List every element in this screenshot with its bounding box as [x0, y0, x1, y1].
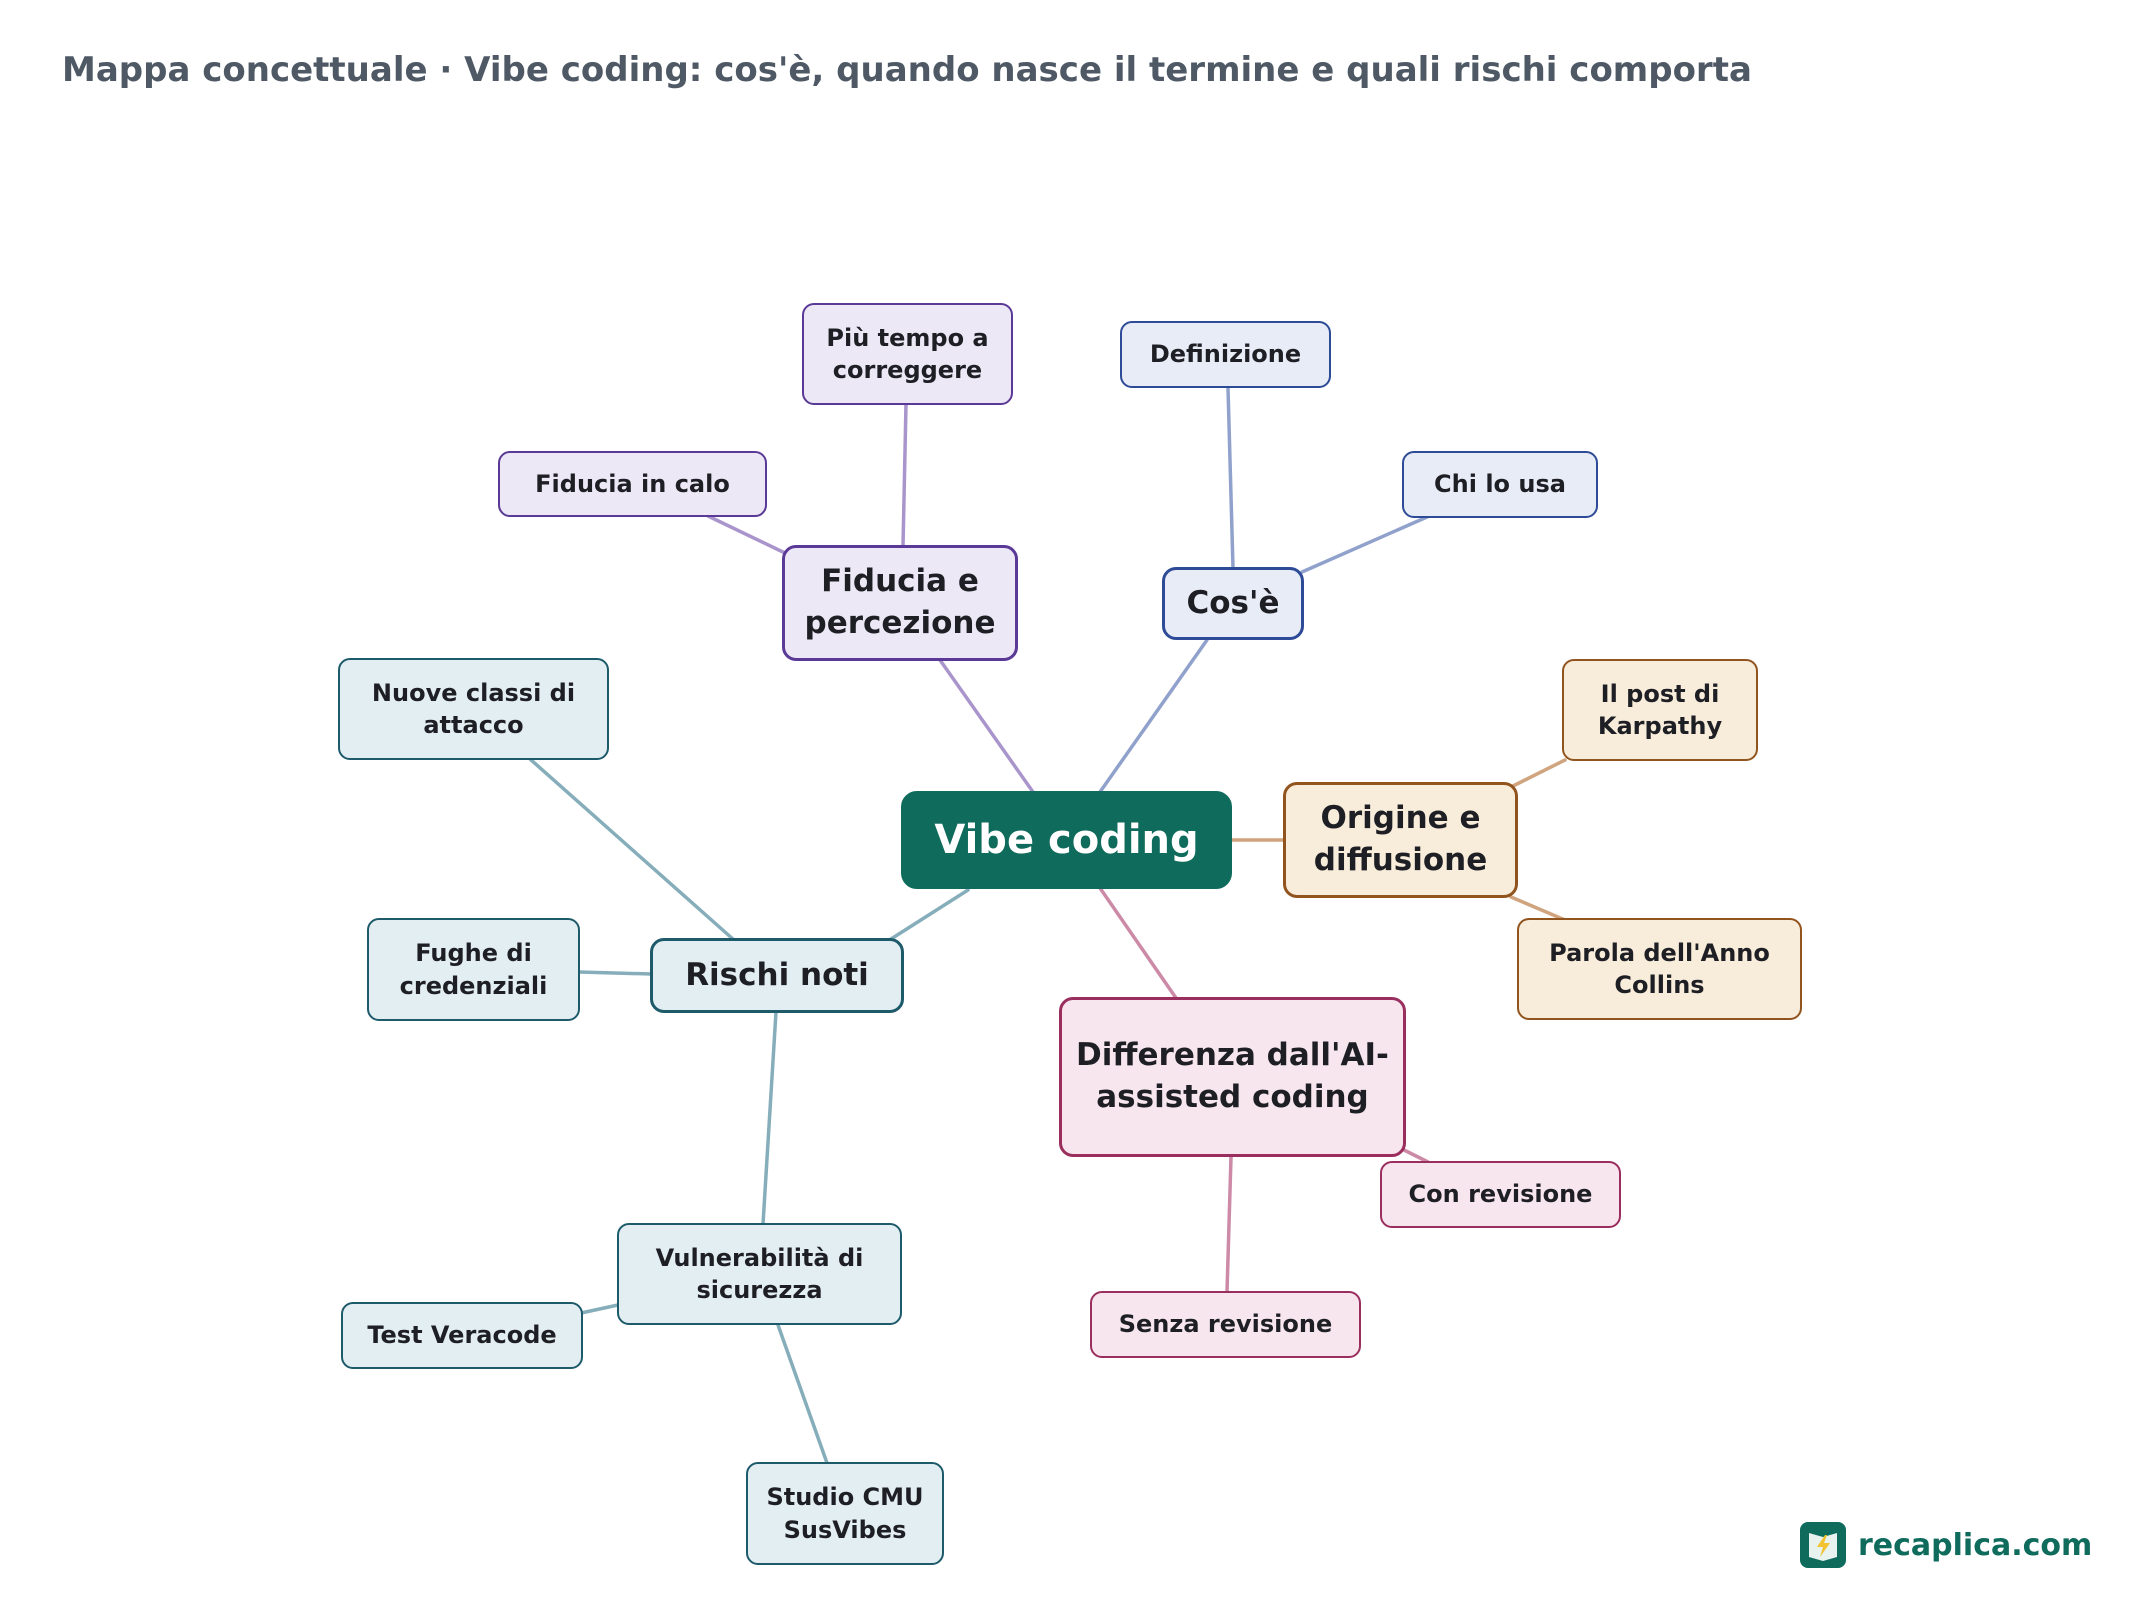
link-rischi-fughe [577, 970, 653, 976]
link-differenza-senza [1225, 1155, 1233, 1294]
leaf-node-parola-anno[interactable]: Parola dell'Anno Collins [1517, 918, 1802, 1020]
link-cose-definizione [1226, 386, 1235, 570]
leaf-node-con-revisione[interactable]: Con revisione [1380, 1161, 1621, 1228]
link-root-rischi [889, 888, 970, 941]
leaf-node-piu-tempo[interactable]: Più tempo a correggere [802, 303, 1013, 405]
link-fiducia-piu-tempo [901, 402, 908, 548]
leaf-node-senza-revisione[interactable]: Senza revisione [1090, 1291, 1361, 1358]
leaf-node-post-karpathy[interactable]: Il post di Karpathy [1562, 659, 1758, 761]
leaf-node-vulnerabilita[interactable]: Vulnerabilità di sicurezza [617, 1223, 902, 1325]
link-differenza-con [1398, 1146, 1430, 1164]
page-title: Mappa concettuale · Vibe coding: cos'è, … [62, 50, 1752, 90]
leaf-node-definizione[interactable]: Definizione [1120, 321, 1331, 388]
leaf-node-nuove-classi[interactable]: Nuove classi di attacco [338, 658, 609, 760]
link-vuln-test [579, 1303, 620, 1315]
link-rischi-vuln [761, 1010, 778, 1226]
leaf-node-test-veracode[interactable]: Test Veracode [341, 1302, 583, 1369]
link-fiducia-calo [706, 514, 787, 555]
lightning-book-icon [1800, 1522, 1846, 1568]
root-node-vibe-coding[interactable]: Vibe coding [901, 791, 1232, 889]
link-rischi-nuove [528, 757, 736, 942]
branch-node-origine[interactable]: Origine e diffusione [1283, 782, 1518, 898]
link-root-cose [1098, 638, 1209, 794]
link-root-differenza [1098, 886, 1178, 1000]
brand-logo[interactable]: recaplica.com [1800, 1522, 2092, 1568]
leaf-node-studio-cmu[interactable]: Studio CMU SusVibes [746, 1462, 944, 1565]
link-origine-parola [1509, 895, 1567, 922]
link-cose-chi [1300, 515, 1429, 574]
leaf-node-fiducia-calo[interactable]: Fiducia in calo [498, 451, 767, 517]
link-origine-karpathy [1509, 758, 1567, 789]
link-vuln-studio [776, 1323, 829, 1465]
branch-node-fiducia[interactable]: Fiducia e percezione [782, 545, 1018, 661]
branch-node-rischi[interactable]: Rischi noti [650, 938, 904, 1013]
branch-node-differenza[interactable]: Differenza dall'AI-assisted coding [1059, 997, 1406, 1157]
branch-node-cose[interactable]: Cos'è [1162, 567, 1304, 640]
leaf-node-fughe[interactable]: Fughe di credenziali [367, 918, 580, 1021]
leaf-node-chi-lo-usa[interactable]: Chi lo usa [1402, 451, 1598, 518]
link-root-fiducia [938, 658, 1035, 794]
brand-logo-text: recaplica.com [1858, 1527, 2093, 1563]
